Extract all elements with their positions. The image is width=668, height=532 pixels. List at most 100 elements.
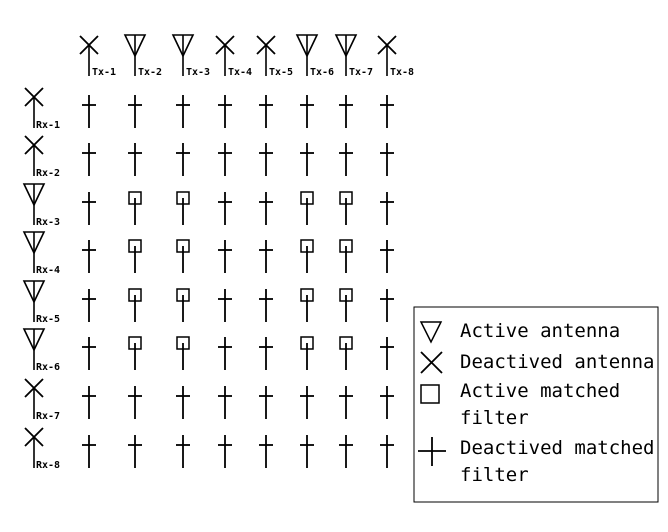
tx-antenna-3: Tx-3: [171, 34, 210, 78]
filter-cell-r7-c2: [128, 386, 142, 419]
matched-filter-grid: [82, 95, 394, 468]
filter-cell-r1-c7: [339, 95, 353, 128]
filter-cell-r1-c6: [300, 95, 314, 128]
filter-cell-r3-c2: [128, 191, 142, 225]
filter-cell-r7-c1: [82, 386, 96, 419]
filter-cell-r8-c7: [339, 435, 353, 468]
tx-antenna-1: Tx-1: [79, 35, 116, 78]
tx-antenna-2: Tx-2: [123, 34, 162, 78]
tx-antenna-6: Tx-6: [295, 34, 334, 78]
filter-cell-r5-c6: [300, 288, 314, 322]
filter-cell-r8-c2: [128, 435, 142, 468]
filter-cell-r6-c6: [300, 336, 314, 370]
filter-cell-r3-c6: [300, 191, 314, 225]
active-filter-legend-icon: [420, 384, 440, 404]
filter-cell-r4-c8: [380, 240, 394, 273]
tx-label-1: Tx-1: [92, 67, 116, 78]
tx-antenna-5: Tx-5: [256, 35, 293, 78]
rx-antenna-1: Rx-1: [24, 87, 60, 131]
filter-cell-r3-c7: [339, 191, 353, 225]
rx-antenna-4: Rx-4: [22, 231, 60, 276]
filter-cell-r5-c2: [128, 288, 142, 322]
filter-cell-r7-c5: [259, 386, 273, 419]
filter-cell-r6-c7: [339, 336, 353, 370]
filter-cell-r4-c7: [339, 239, 353, 273]
tx-label-8: Tx-8: [390, 67, 414, 78]
filter-cell-r4-c5: [259, 240, 273, 273]
filter-cell-r7-c7: [339, 386, 353, 419]
filter-cell-r2-c6: [300, 143, 314, 176]
filter-cell-r6-c1: [82, 337, 96, 370]
rx-label-8: Rx-8: [36, 460, 60, 471]
filter-cell-r2-c4: [218, 143, 232, 176]
tx-label-2: Tx-2: [138, 67, 162, 78]
deactivated-filter-legend-icon: [418, 437, 446, 466]
filter-cell-r7-c6: [300, 386, 314, 419]
rx-label-7: Rx-7: [36, 411, 60, 422]
rx-antenna-2: Rx-2: [24, 135, 60, 179]
filter-cell-r4-c1: [82, 240, 96, 273]
tx-label-3: Tx-3: [186, 67, 210, 78]
filter-cell-r4-c2: [128, 239, 142, 273]
filter-cell-r5-c4: [218, 289, 232, 322]
legend: Active antenna Deactived antenna Active …: [413, 306, 659, 503]
filter-cell-r1-c8: [380, 95, 394, 128]
filter-cell-r6-c2: [128, 336, 142, 370]
filter-cell-r5-c7: [339, 288, 353, 322]
filter-cell-r8-c5: [259, 435, 273, 468]
legend-active-filter-line2: filter: [460, 407, 529, 429]
filter-cell-r1-c3: [176, 95, 190, 128]
filter-cell-r6-c4: [218, 337, 232, 370]
legend-deactived-filter-line1: Deactived matched: [460, 437, 654, 459]
filter-cell-r6-c8: [380, 337, 394, 370]
filter-cell-r3-c1: [82, 192, 96, 225]
filter-cell-r1-c2: [128, 95, 142, 128]
filter-cell-r4-c6: [300, 239, 314, 273]
legend-box: [413, 306, 659, 503]
rx-antenna-5: Rx-5: [22, 280, 60, 325]
filter-cell-r5-c1: [82, 289, 96, 322]
active-antenna-legend-icon: [419, 321, 443, 344]
filter-cell-r7-c8: [380, 386, 394, 419]
filter-cell-r2-c2: [128, 143, 142, 176]
rx-antenna-6: Rx-6: [22, 328, 60, 373]
tx-label-5: Tx-5: [269, 67, 293, 78]
legend-deactived-antenna: Deactived antenna: [460, 351, 654, 373]
rx-label-6: Rx-6: [36, 362, 60, 373]
tx-label-4: Tx-4: [228, 67, 252, 78]
filter-cell-r7-c3: [176, 386, 190, 419]
rx-label-1: Rx-1: [36, 120, 60, 131]
deactivated-antenna-legend-icon: [420, 351, 443, 374]
filter-cell-r3-c8: [380, 192, 394, 225]
rx-label-2: Rx-2: [36, 168, 60, 179]
filter-cell-r7-c4: [218, 386, 232, 419]
rx-antenna-3: Rx-3: [22, 183, 60, 228]
rx-antenna-7: Rx-7: [24, 378, 60, 422]
filter-cell-r5-c8: [380, 289, 394, 322]
filter-cell-r4-c3: [176, 239, 190, 273]
filter-cell-r1-c1: [82, 95, 96, 128]
filter-cell-r2-c3: [176, 143, 190, 176]
filter-cell-r3-c5: [259, 192, 273, 225]
tx-label-6: Tx-6: [310, 67, 334, 78]
filter-cell-r5-c5: [259, 289, 273, 322]
filter-cell-r6-c3: [176, 336, 190, 370]
filter-cell-r8-c3: [176, 435, 190, 468]
filter-cell-r3-c4: [218, 192, 232, 225]
tx-antenna-4: Tx-4: [215, 35, 252, 78]
filter-cell-r2-c5: [259, 143, 273, 176]
rx-antenna-8: Rx-8: [24, 427, 60, 471]
filter-cell-r1-c4: [218, 95, 232, 128]
rx-label-3: Rx-3: [36, 217, 60, 228]
rx-antenna-column: Rx-1Rx-2Rx-3Rx-4Rx-5Rx-6Rx-7Rx-8: [22, 87, 60, 471]
filter-cell-r8-c6: [300, 435, 314, 468]
filter-cell-r6-c5: [259, 337, 273, 370]
filter-cell-r1-c5: [259, 95, 273, 128]
tx-antenna-7: Tx-7: [334, 34, 373, 78]
tx-antenna-8: Tx-8: [377, 35, 414, 78]
filter-cell-r5-c3: [176, 288, 190, 322]
filter-cell-r3-c3: [176, 191, 190, 225]
filter-cell-r8-c1: [82, 435, 96, 468]
